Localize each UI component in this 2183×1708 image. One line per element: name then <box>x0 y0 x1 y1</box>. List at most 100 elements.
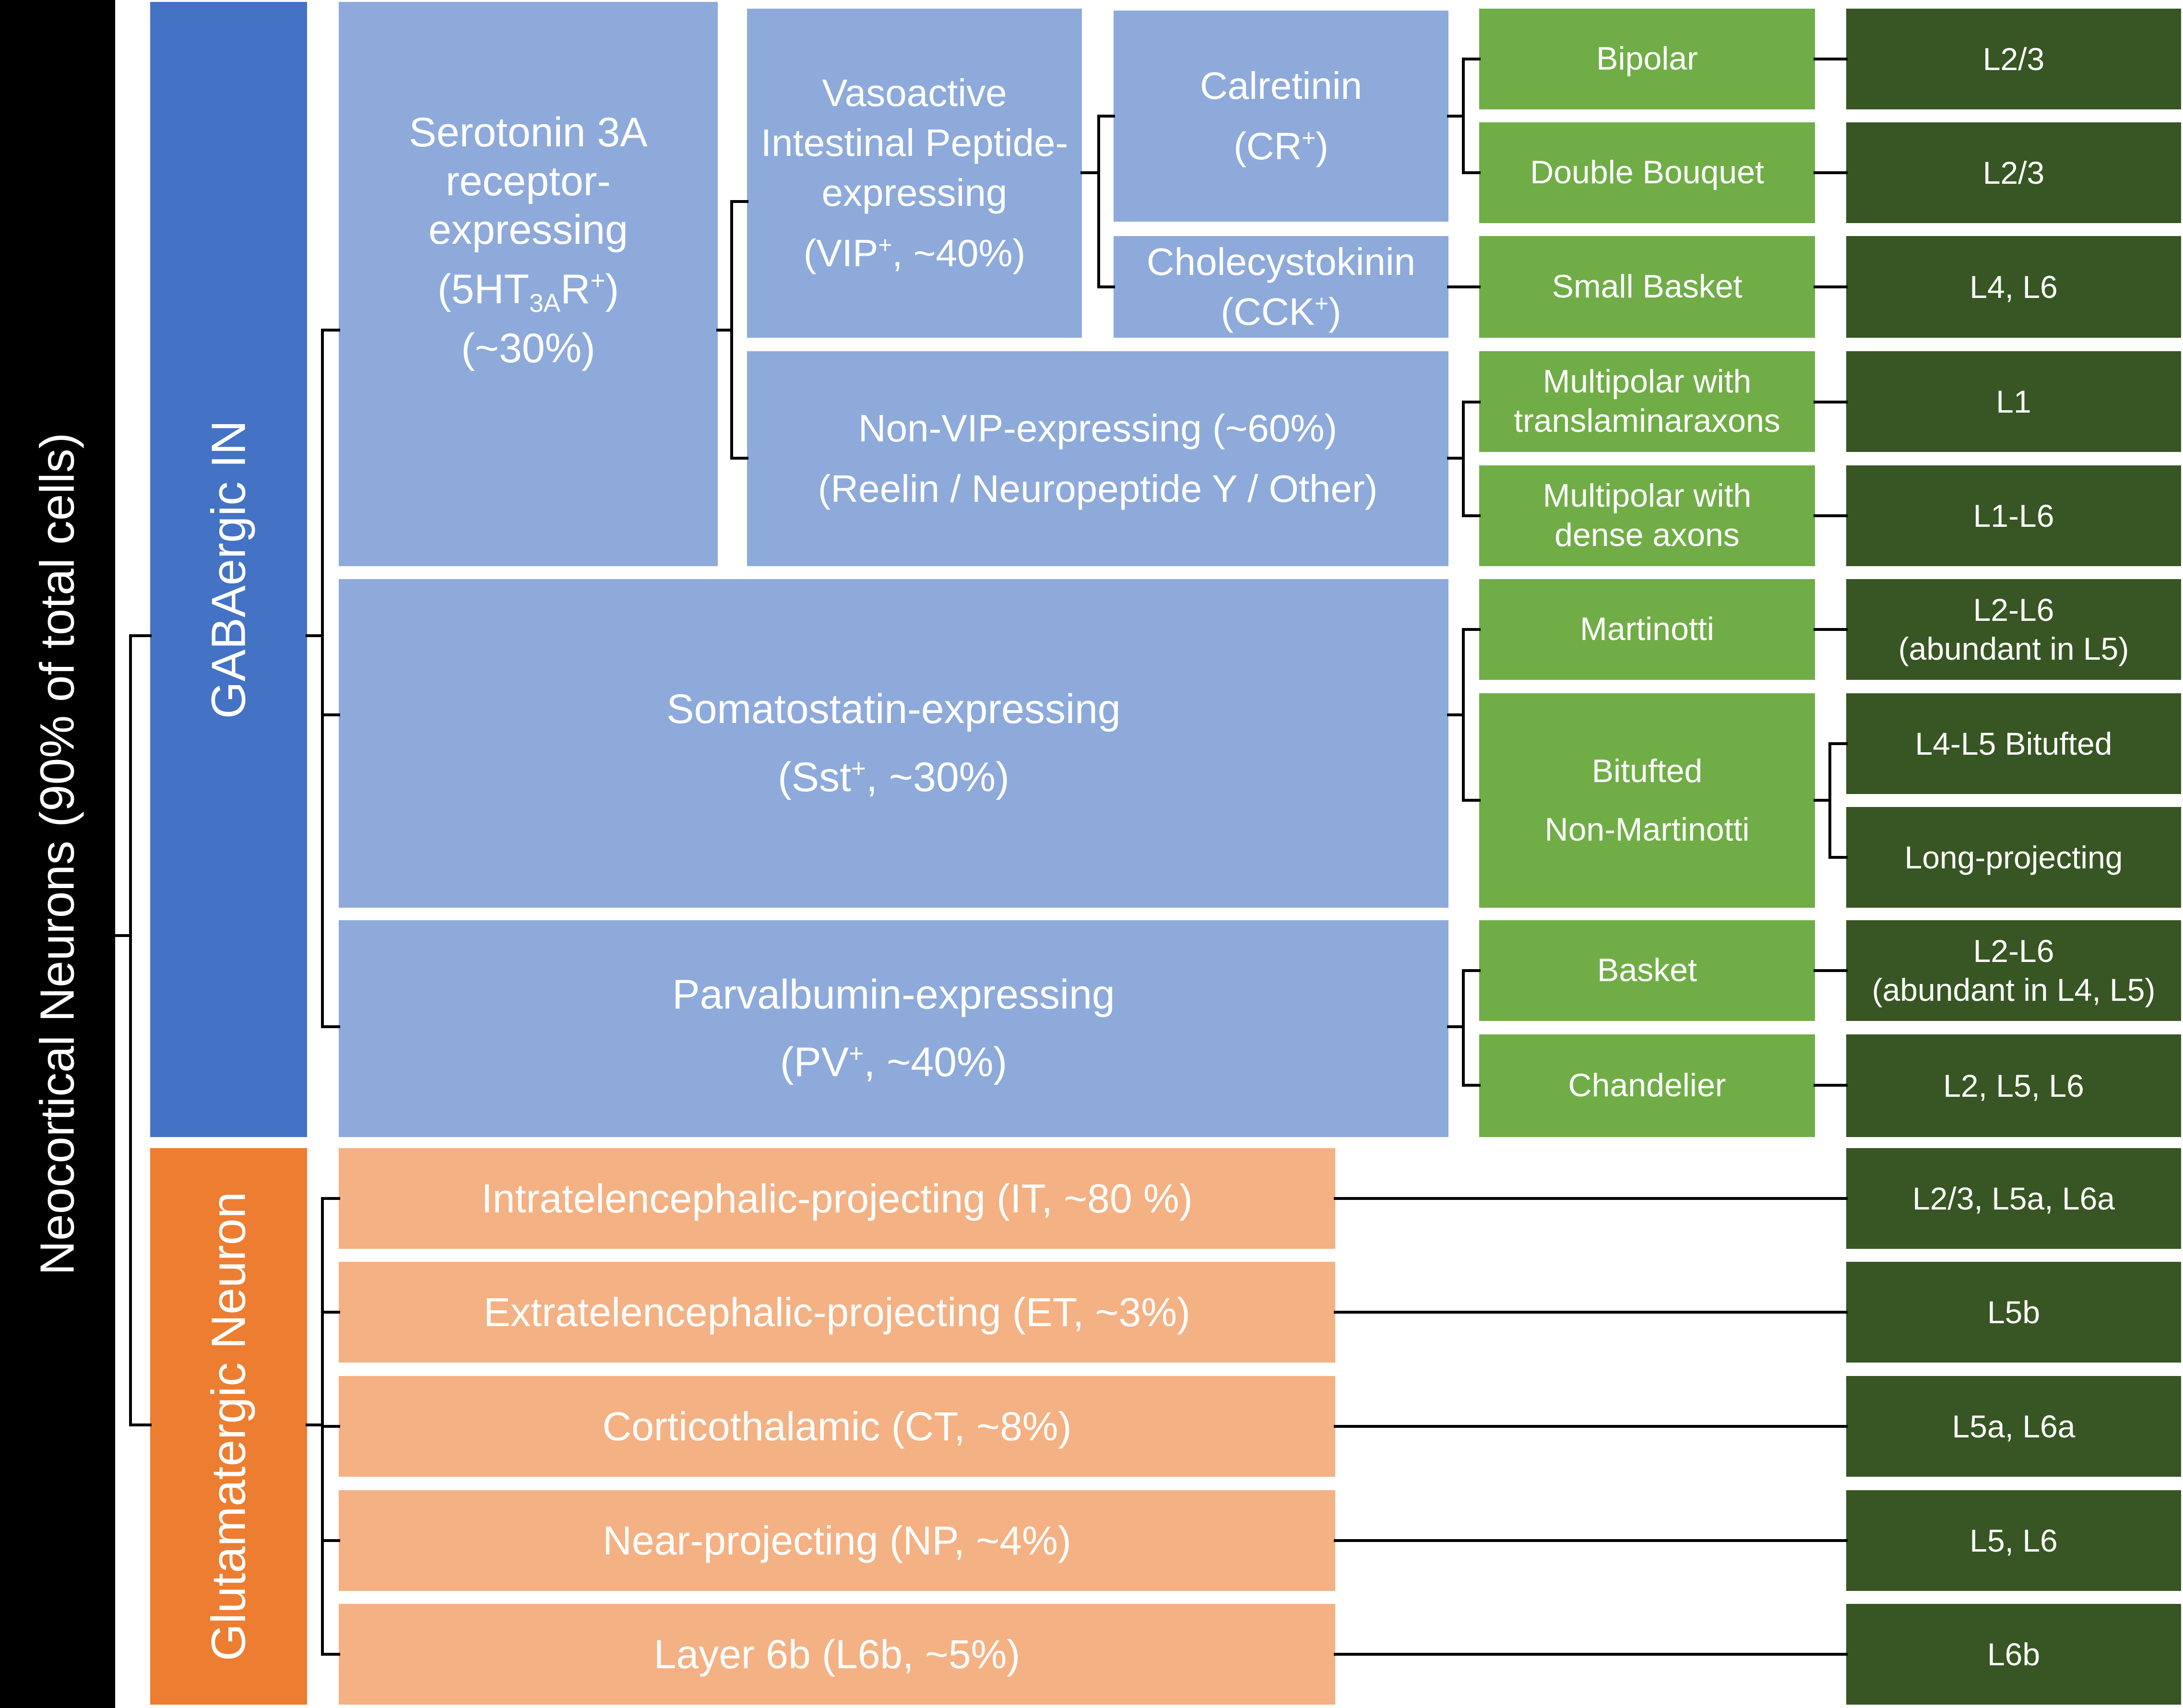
serotonin-line2: receptor- <box>445 158 611 204</box>
morph-chandelier-label: Chandelier <box>1568 1067 1726 1104</box>
connector-pv <box>1447 969 1481 1087</box>
morph-bitufted-line1: Bitufted <box>1591 752 1703 789</box>
serotonin-abbr: (5HT3AR+) <box>437 266 619 318</box>
morph-double-bouquet-label: Double Bouquet <box>1530 154 1764 191</box>
glut-corticothalamic: Corticothalamic (CT, ~8%) <box>339 1376 1335 1477</box>
layer-martinotti: L2-L6 (abundant in L5) <box>1846 579 2181 680</box>
subtype-vip: Vasoactive Intestinal Peptide- expressin… <box>747 9 1082 338</box>
layer-small-basket-label: L4, L6 <box>1969 269 2058 305</box>
morph-martinotti-label: Martinotti <box>1580 611 1714 648</box>
serotonin-line1: Serotonin 3A <box>409 109 648 156</box>
glut-extratelencephalic: Extratelencephalic-projecting (ET, ~3%) <box>339 1262 1335 1363</box>
morph-martinotti: Martinotti <box>1479 579 1815 680</box>
vip-line1: Vasoactive <box>822 71 1007 114</box>
subtype-parvalbumin: Parvalbumin-expressing (PV+, ~40%) <box>339 920 1448 1137</box>
layer-double-bouquet: L2/3 <box>1846 122 2181 223</box>
morph-multipolar-dense: Multipolar with dense axons <box>1479 465 1815 566</box>
layer-multi-dense-label: L1-L6 <box>1973 498 2054 534</box>
layer-intratelencephalic: L2/3, L5a, L6a <box>1846 1148 2181 1249</box>
connector-morph-layers <box>1814 58 1848 1087</box>
layer-ct-label: L5a, L6a <box>1952 1408 2076 1444</box>
layer-long-projecting-label: Long-projecting <box>1904 839 2123 875</box>
morph-multi-dense-line1: Multipolar with <box>1542 477 1752 514</box>
layer-et-label: L5b <box>1987 1294 2041 1330</box>
layer-martinotti-line2: (abundant in L5) <box>1898 631 2129 666</box>
vip-line3: expressing <box>821 171 1008 214</box>
connector-gaba <box>306 329 340 1028</box>
morph-multi-trans-line2: translaminaraxons <box>1514 403 1780 439</box>
glut-np-label: Near-projecting (NP, ~4%) <box>603 1518 1071 1563</box>
layer-multi-trans-label: L1 <box>1996 383 2031 419</box>
morph-multipolar-translaminar: Multipolar with translaminaraxons <box>1479 351 1815 452</box>
cr-abbr: (CR+) <box>1234 124 1329 167</box>
sst-abbr: (Sst+, ~30%) <box>778 754 1009 800</box>
connector-bitufted <box>1814 742 1848 859</box>
morph-bipolar: Bipolar <box>1479 9 1815 109</box>
connector-cr <box>1447 58 1481 174</box>
serotonin-percent: (~30%) <box>461 325 595 372</box>
cr-line1: Calretinin <box>1200 64 1362 107</box>
layer-l6b-label: L6b <box>1987 1636 2041 1672</box>
morph-bitufted-line2: Non-Martinotti <box>1544 811 1750 848</box>
connector-nonvip <box>1447 401 1481 517</box>
cck-abbr: (CCK+) <box>1221 290 1341 333</box>
layer-chandelier: L2, L5, L6 <box>1846 1034 2181 1137</box>
glut-near-projecting: Near-projecting (NP, ~4%) <box>339 1490 1335 1591</box>
glut-it-label: Intratelencephalic-projecting (IT, ~80 %… <box>481 1175 1193 1221</box>
serotonin-line3: expressing <box>428 207 628 253</box>
glut-ct-label: Corticothalamic (CT, ~8%) <box>602 1403 1072 1449</box>
morph-multi-trans-line1: Multipolar with <box>1542 363 1752 400</box>
nonvip-line2: (Reelin / Neuropeptide Y / Other) <box>818 467 1378 510</box>
connector-serotonin <box>716 200 748 460</box>
subtype-somatostatin: Somatostatin-expressing (Sst+, ~30%) <box>339 579 1448 908</box>
connector-sst <box>1447 628 1481 802</box>
class-gabaergic: GABAergic IN <box>150 2 307 1137</box>
vip-abbr: (VIP+, ~40%) <box>803 231 1026 274</box>
layer-np-label: L5, L6 <box>1969 1522 2058 1558</box>
morph-bitufted-non-martinotti: Bitufted Non-Martinotti <box>1479 693 1815 908</box>
morph-small-basket-label: Small Basket <box>1552 268 1743 305</box>
subtype-serotonin-3a: Serotonin 3A receptor- expressing (5HT3A… <box>339 2 718 566</box>
glut-intratelencephalic: Intratelencephalic-projecting (IT, ~80 %… <box>339 1148 1335 1249</box>
layer-it-label: L2/3, L5a, L6a <box>1912 1180 2115 1216</box>
connector-glut <box>306 1197 340 1656</box>
morph-basket-label: Basket <box>1597 952 1697 989</box>
layer-near-projecting: L5, L6 <box>1846 1490 2181 1591</box>
root-neocortical-neurons: Neocortical Neurons (90% of total cells) <box>0 0 115 1708</box>
morph-multi-dense-line2: dense axons <box>1554 517 1740 553</box>
subtype-non-vip: Non-VIP-expressing (~60%) (Reelin / Neur… <box>747 351 1448 566</box>
glut-layer-6b: Layer 6b (L6b, ~5%) <box>339 1604 1335 1705</box>
layer-multipolar-translaminar: L1 <box>1846 351 2181 452</box>
layer-basket: L2-L6 (abundant in L4, L5) <box>1846 920 2181 1021</box>
connector-root <box>114 634 152 1426</box>
layer-bipolar: L2/3 <box>1846 9 2181 109</box>
layer-small-basket: L4, L6 <box>1846 236 2181 338</box>
morph-small-basket: Small Basket <box>1479 236 1815 338</box>
layer-6b: L6b <box>1846 1604 2181 1705</box>
morph-chandelier: Chandelier <box>1479 1034 1815 1137</box>
layer-double-bouquet-label: L2/3 <box>1982 154 2045 190</box>
connector-glut-layers <box>1334 1197 1848 1656</box>
morph-bipolar-label: Bipolar <box>1596 40 1698 77</box>
morph-double-bouquet: Double Bouquet <box>1479 122 1815 223</box>
vip-line2: Intestinal Peptide- <box>760 121 1068 164</box>
layer-corticothalamic: L5a, L6a <box>1846 1376 2181 1477</box>
layer-extratelencephalic: L5b <box>1846 1262 2181 1363</box>
class-glutamatergic: Glutamatergic Neuron <box>150 1148 307 1705</box>
pv-abbr: (PV+, ~40%) <box>780 1039 1008 1085</box>
layer-long-projecting: Long-projecting <box>1846 807 2181 908</box>
layer-bitufted-l4-l5: L4-L5 Bitufted <box>1846 693 2181 794</box>
glut-l6b-label: Layer 6b (L6b, ~5%) <box>653 1631 1020 1677</box>
cck-line1: Cholecystokinin <box>1146 240 1416 283</box>
subtype-calretinin: Calretinin (CR+) <box>1114 11 1448 222</box>
layer-basket-line1: L2-L6 <box>1973 933 2054 969</box>
layer-chandelier-label: L2, L5, L6 <box>1943 1068 2084 1103</box>
layer-multipolar-dense: L1-L6 <box>1846 465 2181 566</box>
glut-et-label: Extratelencephalic-projecting (ET, ~3%) <box>483 1289 1191 1335</box>
layer-bipolar-label: L2/3 <box>1982 41 2045 77</box>
sst-line1: Somatostatin-expressing <box>666 686 1121 733</box>
subtype-cholecystokinin: Cholecystokinin (CCK+) <box>1114 236 1448 338</box>
nonvip-line1: Non-VIP-expressing (~60%) <box>858 407 1338 450</box>
